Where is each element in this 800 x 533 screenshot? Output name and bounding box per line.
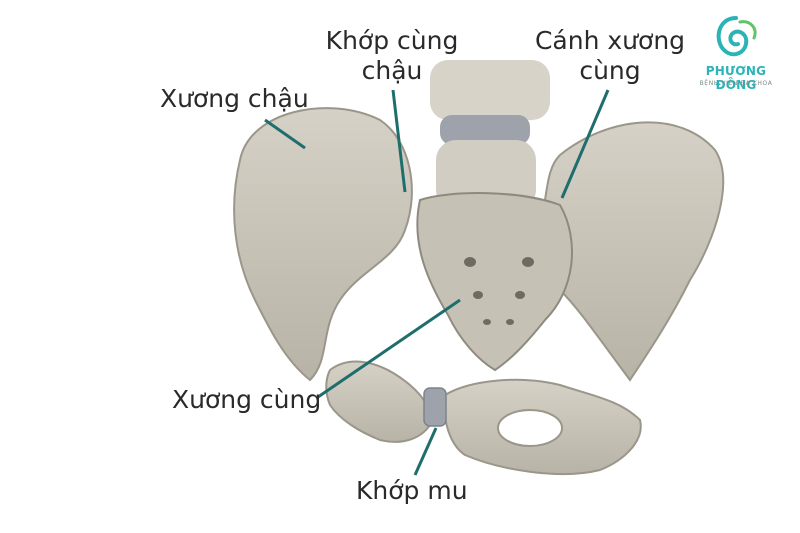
logo-subtitle: BỆNH VIỆN ĐA KHOA — [699, 80, 773, 87]
leader-line-xuong-chau — [264, 118, 306, 150]
logo-mark-icon — [716, 16, 757, 57]
obturator-foramen — [497, 409, 563, 447]
pubic-symphysis — [423, 387, 447, 427]
label-canh-xuong-cung-line1: Cánh xương — [534, 26, 686, 55]
intervertebral-disc — [440, 115, 530, 145]
label-khop-cung-chau: Khớp cùng chậu — [322, 26, 462, 86]
label-canh-xuong-cung-line2: cùng — [579, 56, 641, 85]
leader-lines — [264, 89, 610, 476]
left-ilium — [233, 107, 413, 382]
label-khop-cung-chau-line1: Khớp cùng — [325, 26, 459, 55]
label-khop-cung-chau-line2: chậu — [361, 56, 423, 85]
label-xuong-cung: Xương cùng — [172, 385, 322, 414]
leader-line-canh-xuong-cung — [560, 89, 610, 199]
leader-line-khop-mu — [413, 427, 438, 476]
label-canh-xuong-cung: Cánh xương cùng — [530, 26, 690, 86]
leader-line-khop-cung-chau — [391, 89, 407, 193]
left-pubis — [325, 360, 432, 443]
label-xuong-chau: Xương chậu — [160, 84, 309, 113]
label-khop-mu: Khớp mu — [356, 476, 468, 505]
leader-line-xuong-cung — [317, 298, 461, 399]
sacral-foramina — [464, 257, 534, 325]
logo-name: PHƯƠNG ĐÔNG — [705, 64, 767, 92]
sacrum — [416, 192, 573, 372]
phuong-dong-logo: PHƯƠNG ĐÔNG BỆNH VIỆN ĐA KHOA — [688, 14, 788, 94]
